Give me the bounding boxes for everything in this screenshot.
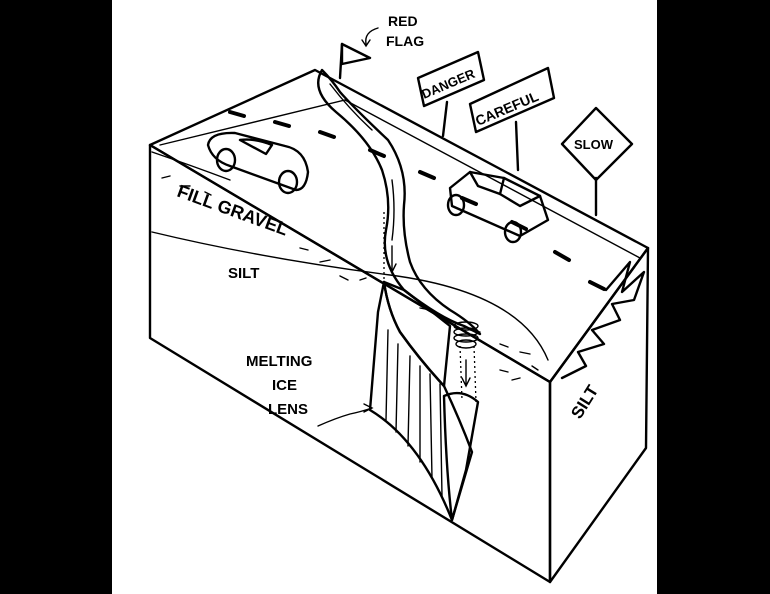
ground-block [148, 68, 650, 584]
red-flag-callout [361, 27, 379, 48]
label-ice: ICE [272, 377, 297, 394]
ice-lens-cross-section [368, 212, 480, 522]
label-melting: MELTING [246, 353, 312, 370]
label-red-flag-1: RED [388, 13, 418, 29]
page-background [112, 0, 657, 594]
label-silt-left: SILT [228, 265, 259, 282]
truck-icon [446, 170, 550, 244]
road-crack [317, 68, 482, 349]
fill-gravel-layer [151, 151, 549, 381]
road-center-dashes [228, 110, 606, 291]
car-icon [206, 131, 310, 195]
label-red-flag-2: FLAG [386, 33, 424, 49]
red-flag-icon [338, 42, 372, 80]
label-lens: LENS [268, 401, 308, 418]
sign-slow-text: SLOW [574, 137, 614, 152]
ice-lens-callout [317, 403, 374, 427]
sign-slow: SLOW [560, 106, 634, 217]
